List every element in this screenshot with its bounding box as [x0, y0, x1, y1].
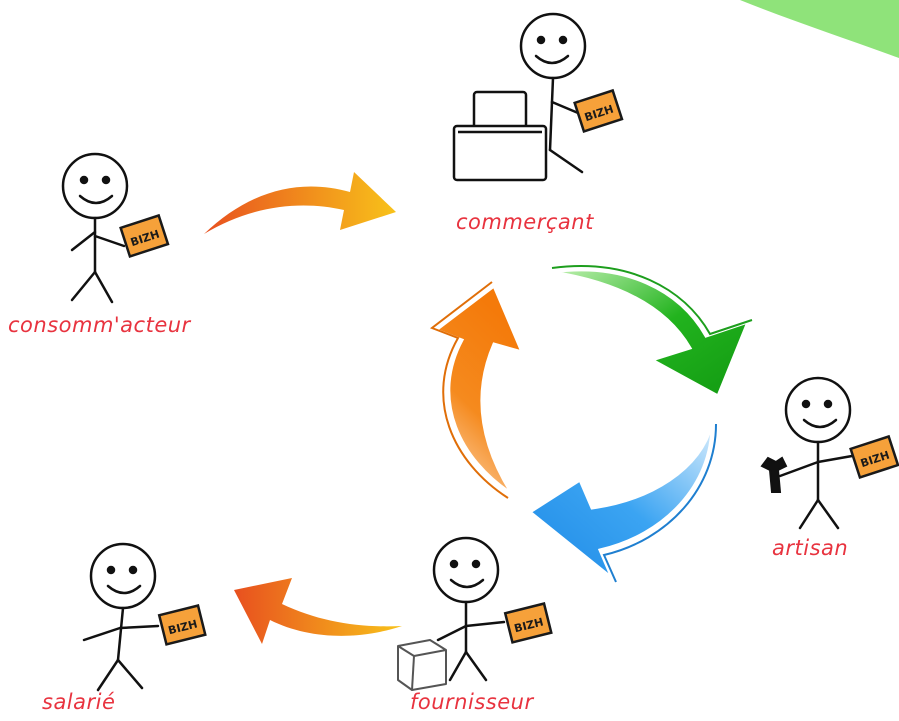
salarie-figure-icon: [82, 542, 160, 692]
bizh-card-icon: BIZH: [119, 213, 170, 258]
consommacteur-figure-icon: [61, 152, 129, 304]
cycle-arrow-green-icon: [551, 265, 753, 399]
arrow-consommacteur-to-commercant-icon: [204, 172, 396, 234]
box-icon: [397, 639, 447, 691]
bizh-card-icon: BIZH: [573, 88, 624, 133]
cycle-arrow-blue-icon: [527, 423, 717, 583]
cash-register-icon: [452, 90, 548, 182]
label-commercant: commerçant: [456, 210, 594, 234]
bizh-card-icon: BIZH: [503, 602, 553, 644]
wrench-icon: [760, 456, 788, 493]
label-artisan: artisan: [772, 536, 849, 560]
bizh-card-icon: BIZH: [157, 604, 207, 646]
green-corner-shape: [740, 0, 899, 58]
commercant-figure-icon: [519, 12, 592, 174]
label-fournisseur: fournisseur: [410, 690, 534, 714]
fournisseur-figure-icon: [432, 536, 506, 682]
cycle-arrow-orange-icon: [429, 281, 525, 499]
label-consommacteur: consomm'acteur: [8, 313, 191, 337]
bizh-card-icon: BIZH: [849, 434, 899, 479]
arrow-fournisseur-to-salarie-icon: [234, 578, 402, 644]
label-salarie: salarié: [42, 690, 116, 714]
artisan-figure-icon: [778, 376, 854, 530]
